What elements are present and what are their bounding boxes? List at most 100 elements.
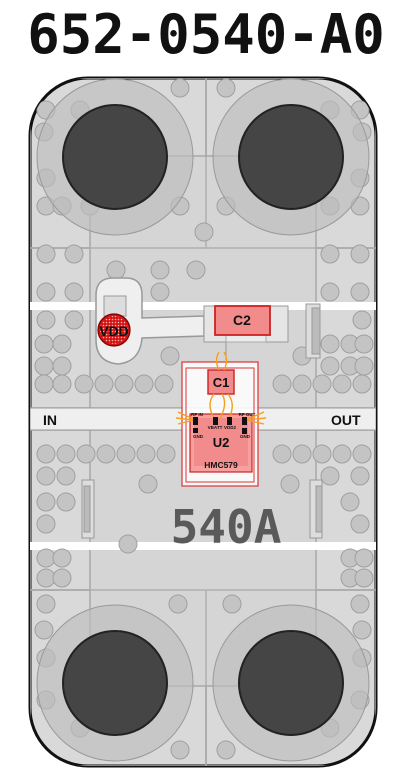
via <box>118 534 138 554</box>
via <box>170 740 190 760</box>
via <box>136 444 156 464</box>
via <box>354 334 374 354</box>
via <box>216 78 236 98</box>
via <box>160 346 180 366</box>
vdd-label: VDD <box>99 323 129 339</box>
via <box>350 466 370 486</box>
via <box>350 594 370 614</box>
via <box>352 444 372 464</box>
via <box>340 492 360 512</box>
via <box>36 492 56 512</box>
u2-label: U2 <box>213 435 230 450</box>
via <box>168 594 188 614</box>
via <box>36 594 56 614</box>
via <box>320 244 340 264</box>
via <box>352 374 372 394</box>
via <box>312 444 332 464</box>
via <box>34 620 54 640</box>
via <box>216 740 236 760</box>
via <box>138 474 158 494</box>
via <box>320 334 340 354</box>
c1-label: C1 <box>213 375 230 390</box>
via <box>292 374 312 394</box>
via <box>36 514 56 534</box>
via <box>36 310 56 330</box>
pin-vbatt-label: VBATT <box>208 425 223 430</box>
via <box>34 356 54 376</box>
via <box>36 466 56 486</box>
via <box>332 374 352 394</box>
via <box>352 620 372 640</box>
via <box>52 548 72 568</box>
via <box>150 282 170 302</box>
pcb-board: VDD C2 C1 <box>28 76 378 768</box>
c2-label: C2 <box>233 312 251 328</box>
via <box>354 568 374 588</box>
via <box>34 334 54 354</box>
via <box>320 356 340 376</box>
via <box>36 568 56 588</box>
ic-part-label: HMC579 <box>204 460 238 470</box>
via <box>280 474 300 494</box>
bond-wires <box>175 351 267 425</box>
via <box>96 444 116 464</box>
via <box>352 310 372 330</box>
via <box>36 244 56 264</box>
via <box>272 444 292 464</box>
via <box>156 444 176 464</box>
via <box>320 282 340 302</box>
part-number-title: 652-0540-A0 <box>27 3 385 66</box>
output-label: OUT <box>331 412 361 428</box>
via <box>56 466 76 486</box>
via <box>64 244 84 264</box>
via <box>74 374 94 394</box>
via <box>114 374 134 394</box>
via-array <box>34 78 374 760</box>
input-label: IN <box>43 412 57 428</box>
via <box>350 514 370 534</box>
via <box>320 466 340 486</box>
via <box>194 222 214 242</box>
via <box>354 548 374 568</box>
via <box>36 282 56 302</box>
via <box>56 492 76 512</box>
silkscreen-code: 540A <box>171 500 282 554</box>
via <box>52 356 72 376</box>
capacitor-c1 <box>207 369 235 395</box>
via <box>222 594 242 614</box>
mmic-assembly: C1 RF IN RF OUT VBATT VDD2 GND GND U2 <box>175 351 267 487</box>
via <box>106 260 126 280</box>
via <box>36 444 56 464</box>
via <box>94 374 114 394</box>
pin-gnd-left-label: GND <box>193 434 204 439</box>
via <box>134 374 154 394</box>
channel-lower <box>30 542 376 550</box>
via <box>64 310 84 330</box>
mounting-holes <box>36 78 370 762</box>
pin-vdd2-label: VDD2 <box>224 425 237 430</box>
via <box>64 282 84 302</box>
via <box>354 356 374 376</box>
capacitor-c2: C2 <box>214 305 271 336</box>
via <box>56 444 76 464</box>
via <box>292 444 312 464</box>
channel-upper <box>30 302 376 310</box>
via <box>52 334 72 354</box>
side-components <box>81 303 323 539</box>
via <box>52 374 72 394</box>
via <box>272 374 292 394</box>
via <box>332 444 352 464</box>
via <box>34 374 54 394</box>
via <box>36 548 56 568</box>
pin-rfout-label: RF OUT <box>239 412 256 417</box>
via <box>350 244 370 264</box>
pin-rfin-label: RF IN <box>191 412 203 417</box>
via <box>150 260 170 280</box>
via <box>154 374 174 394</box>
via <box>312 374 332 394</box>
via <box>76 444 96 464</box>
pin-gnd-right-label: GND <box>240 434 251 439</box>
via <box>350 282 370 302</box>
via <box>116 444 136 464</box>
via <box>186 260 206 280</box>
